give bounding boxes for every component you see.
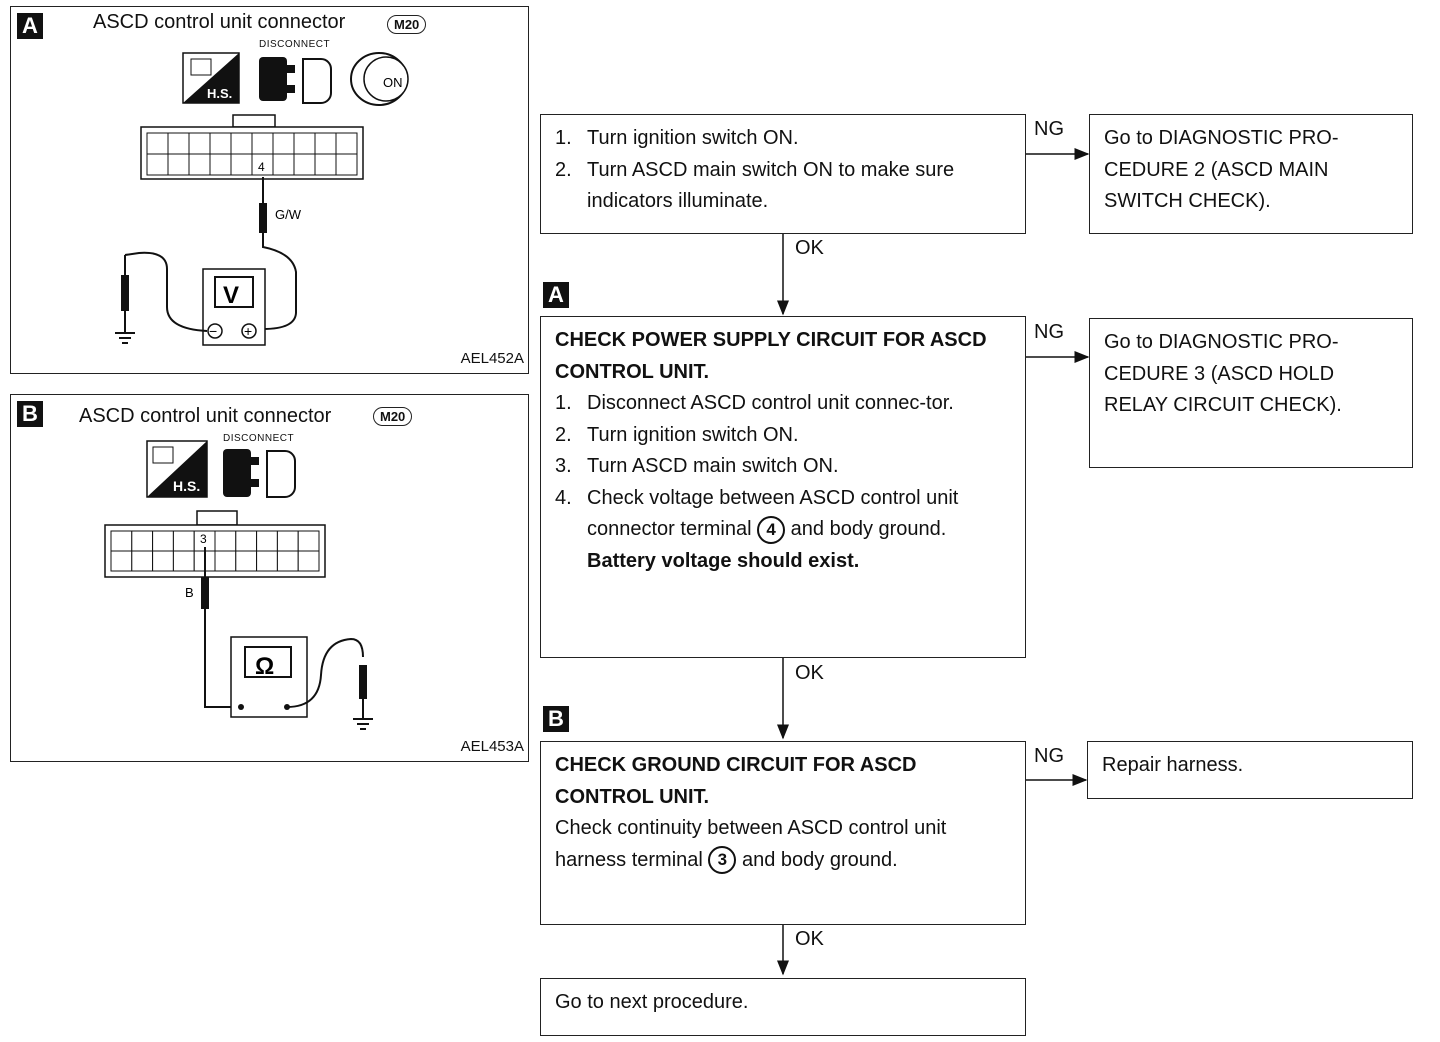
terminal-number: 3: [708, 846, 737, 875]
step-tag-b: B: [543, 706, 569, 732]
step-item: 4. Check voltage between ASCD control un…: [555, 486, 959, 572]
diagram-panel-a: A ASCD control unit connector M20 DISCON…: [10, 6, 529, 374]
disconnect-icon: [259, 57, 332, 104]
step-item: 1.Disconnect ASCD control unit connec-to…: [555, 392, 954, 414]
ground-symbol: [115, 332, 135, 344]
svg-text:Ω: Ω: [255, 653, 274, 680]
step-item: 2.Turn ASCD main switch ON to make sure …: [555, 158, 955, 213]
disconnect-label: DISCONNECT: [223, 433, 295, 444]
svg-text:ON: ON: [383, 75, 403, 90]
step-tag-a: A: [543, 282, 569, 308]
wire-color-label: G/W: [275, 207, 302, 222]
disconnect-label: DISCONNECT: [259, 39, 331, 50]
terminal-label: 4: [258, 160, 265, 174]
wire-color-label: B: [185, 585, 194, 600]
ng-label: NG: [1034, 321, 1064, 343]
svg-text:V: V: [223, 282, 239, 309]
expected-result: Battery voltage should exist.: [587, 549, 860, 572]
ground-check-box: CHECK GROUND CIRCUIT FOR ASCD CONTROL UN…: [540, 741, 1026, 925]
svg-text:+: +: [244, 323, 252, 339]
panel-title: ASCD control unit connector: [93, 11, 346, 33]
panel-a-drawing: H.S. ON 4 G/W V −: [115, 52, 409, 346]
connector-pin: [335, 153, 358, 176]
connector-m20: [104, 510, 326, 578]
panel-tag-a: A: [17, 13, 43, 39]
step-heading: CHECK GROUND CIRCUIT FOR ASCD CONTROL UN…: [555, 754, 917, 808]
ng-target-box: Repair harness.: [1087, 741, 1413, 799]
panel-b-drawing: H.S. 3 B Ω: [104, 440, 373, 730]
ok-label: OK: [795, 928, 824, 950]
figure-code: AEL452A: [460, 350, 524, 367]
connector-id-badge: M20: [387, 15, 427, 34]
step-item: 2.Turn ignition switch ON.: [555, 423, 799, 446]
panel-tag-b: B: [17, 401, 43, 427]
connector-id-badge: M20: [373, 407, 413, 426]
ng-label: NG: [1034, 118, 1064, 140]
ok-label: OK: [795, 662, 824, 684]
svg-text:−: −: [209, 323, 217, 339]
step-body: Check continuity between ASCD control un…: [555, 813, 1011, 876]
ng-target-box: Go to DIAGNOSTIC PRO-CEDURE 2 (ASCD MAIN…: [1089, 114, 1413, 234]
ng-target-box: Go to DIAGNOSTIC PRO-CEDURE 3 (ASCD HOLD…: [1089, 318, 1413, 468]
step-item: 3.Turn ASCD main switch ON.: [555, 455, 839, 477]
ng-label: NG: [1034, 745, 1064, 767]
final-step-box: Go to next procedure.: [540, 978, 1026, 1036]
svg-text:H.S.: H.S.: [173, 478, 200, 494]
disconnect-icon: [223, 449, 296, 498]
ignition-on-icon: ON: [350, 52, 409, 106]
connector-m20: [140, 114, 364, 180]
harness-side-icon: H.S.: [182, 52, 240, 104]
terminal-label: 3: [200, 532, 207, 546]
figure-code: AEL453A: [460, 738, 524, 755]
step-1-box: 1.Turn ignition switch ON. 2.Turn ASCD m…: [540, 114, 1026, 234]
step-item: 1.Turn ignition switch ON.: [555, 127, 799, 149]
svg-text:H.S.: H.S.: [207, 86, 232, 101]
power-supply-check-box: CHECK POWER SUPPLY CIRCUIT FOR ASCD CONT…: [540, 316, 1026, 658]
step-heading: CHECK POWER SUPPLY CIRCUIT FOR ASCD CONT…: [555, 329, 987, 383]
panel-title: ASCD control unit connector: [79, 405, 332, 427]
connector-pin: [297, 550, 320, 572]
ok-label: OK: [795, 237, 824, 259]
terminal-number: 4: [757, 515, 786, 544]
ground-symbol: [353, 718, 373, 730]
diagram-panel-b: B ASCD control unit connector M20 DISCON…: [10, 394, 529, 762]
harness-side-icon: H.S.: [146, 440, 208, 498]
